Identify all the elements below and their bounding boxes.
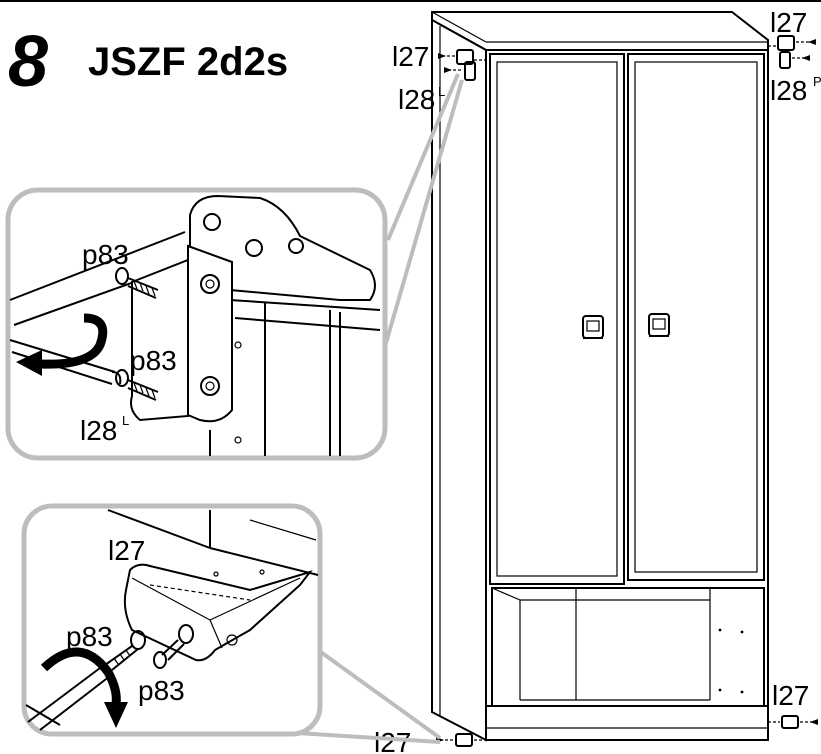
detail1-bracket-plate <box>189 194 376 301</box>
wardrobe-plinth <box>485 705 769 741</box>
wardrobe <box>431 11 769 742</box>
label-top-left-hinge: l28 <box>398 84 435 115</box>
detail2-rotation-arrow-icon <box>40 647 128 728</box>
top-right-bracket <box>768 35 816 51</box>
top-right-hinge <box>779 51 810 69</box>
model-code: JSZF 2d2s <box>88 40 288 84</box>
step-number: 8 <box>8 22 48 102</box>
detail1-screw-top <box>115 267 159 299</box>
top-left-hinge <box>444 61 476 81</box>
label-detail1-screw-top: p83 <box>82 239 129 270</box>
detail2-screw-left <box>104 630 146 671</box>
detail2-screw-right <box>153 624 194 669</box>
detail-callout-bracket: l27 p83 p83 <box>21 503 442 744</box>
wardrobe-top-panel <box>431 11 769 51</box>
label-detail1-hinge: l28 <box>80 415 117 446</box>
label-detail2-screw-left: p83 <box>66 621 113 652</box>
right-door-handle <box>648 313 670 337</box>
label-detail2-screw-right: p83 <box>138 675 185 706</box>
detail1-rotation-arrow-icon <box>16 313 108 376</box>
right-door <box>627 53 765 581</box>
detail1-hinge-plate <box>187 244 233 423</box>
label-bottom-right-bracket: l27 <box>772 680 809 711</box>
label-detail1-hinge-sup: L <box>122 413 129 428</box>
label-top-right-hinge-sup: P <box>813 74 821 89</box>
label-top-right-hinge: l28 <box>770 75 807 106</box>
bottom-right-bracket <box>768 715 818 729</box>
label-detail1-screw-bottom: p83 <box>130 345 177 376</box>
label-top-right-bracket: l27 <box>770 7 807 38</box>
label-detail2-bracket: l27 <box>108 535 145 566</box>
detail-callout-hinge: p83 p83 l28 L <box>5 73 464 461</box>
left-door-handle <box>582 315 604 339</box>
label-top-left-bracket: l27 <box>392 41 429 72</box>
left-door <box>489 53 625 585</box>
label-top-left-hinge-sup: L <box>438 84 445 99</box>
detail1-screw-bottom <box>115 369 159 401</box>
